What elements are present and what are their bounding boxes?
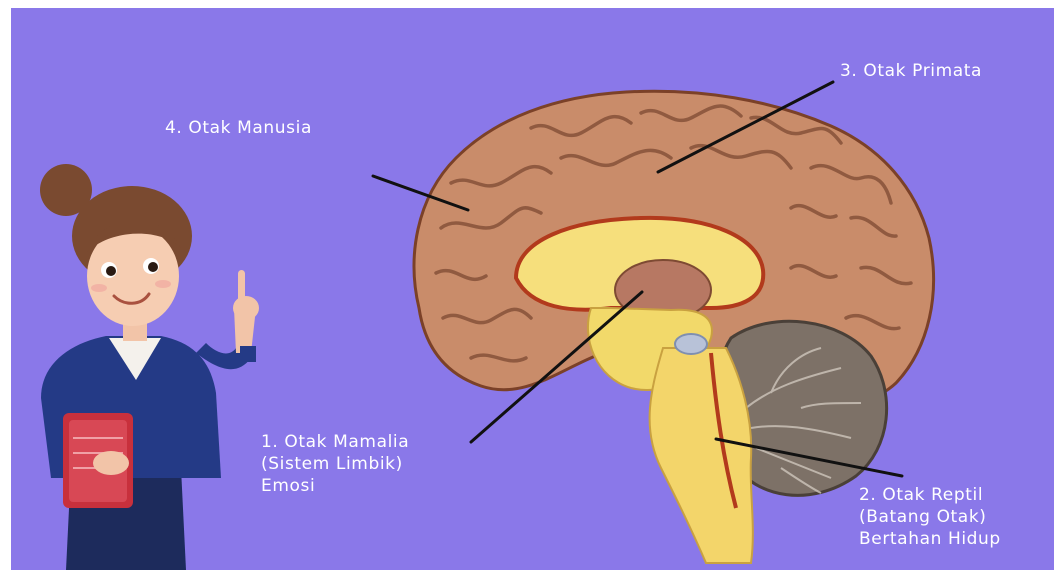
label-otak-primata: 3. Otak Primata [840, 60, 982, 82]
teacher-pointing-finger [238, 270, 245, 305]
teacher-hand [233, 296, 259, 320]
label-otak-mamalia-title: 1. Otak Mamalia [261, 431, 409, 453]
teacher-hair-bun [40, 164, 92, 216]
label-otak-mamalia: 1. Otak Mamalia (Sistem Limbik) Emosi [261, 431, 409, 497]
label-otak-manusia: 4. Otak Manusia [165, 117, 312, 139]
label-otak-mamalia-subtitle: (Sistem Limbik) [261, 453, 409, 475]
brain-illustration [414, 91, 933, 563]
pons-marker [675, 334, 707, 354]
label-otak-reptil: 2. Otak Reptil (Batang Otak) Bertahan Hi… [859, 484, 1001, 550]
label-otak-reptil-function: Bertahan Hidup [859, 528, 1001, 550]
teacher-book-hand [93, 451, 129, 475]
slide-canvas: 4. Otak Manusia 3. Otak Primata 1. Otak … [11, 8, 1054, 570]
label-otak-mamalia-function: Emosi [261, 475, 409, 497]
teacher-cuff [240, 346, 256, 362]
brainstem [650, 348, 753, 563]
label-otak-reptil-subtitle: (Batang Otak) [859, 506, 1001, 528]
label-otak-reptil-title: 2. Otak Reptil [859, 484, 1001, 506]
teacher-illustration [40, 164, 259, 570]
